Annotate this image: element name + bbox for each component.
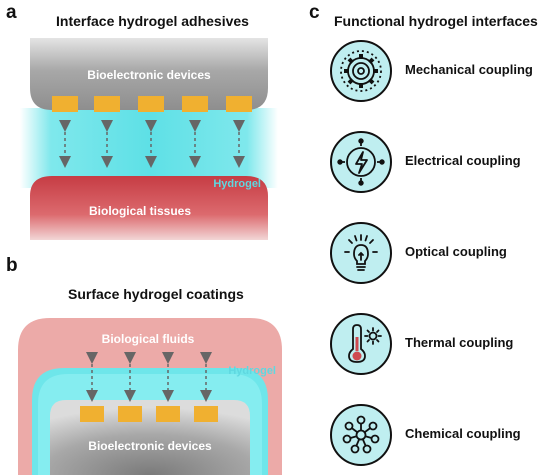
fluids-label-b: Biological fluids — [102, 332, 195, 346]
electrode — [138, 96, 164, 112]
device-label-b: Bioelectronic devices — [88, 439, 212, 453]
mechanical-coupling-label: Mechanical coupling — [405, 62, 533, 77]
hydrogel-label-b: Hydrogel — [228, 365, 276, 377]
electrode — [194, 406, 218, 422]
electrode — [226, 96, 252, 112]
mechanical-coupling-item: Mechanical coupling — [330, 40, 545, 106]
electrode — [156, 406, 180, 422]
device-block-a — [30, 38, 268, 110]
electrical-coupling-item: Electrical coupling — [330, 131, 545, 197]
device-label-a: Bioelectronic devices — [87, 68, 211, 82]
panel-a-diagram: Bioelectronic devices Hydrogel Biologica… — [20, 38, 278, 240]
panel-c-title: Functional hydrogel interfaces — [334, 13, 538, 29]
chemical-coupling-item: Chemical coupling — [330, 404, 545, 470]
thermal-coupling-item: Thermal coupling — [330, 313, 545, 379]
electrode — [52, 96, 78, 112]
gear-icon — [330, 40, 392, 102]
electrode — [94, 96, 120, 112]
panel-b-title: Surface hydrogel coatings — [68, 286, 244, 302]
panel-a-title: Interface hydrogel adhesives — [56, 13, 249, 29]
tissue-label-a: Biological tissues — [89, 204, 191, 218]
electrode — [182, 96, 208, 112]
electrode — [118, 406, 142, 422]
panel-c-letter: c — [309, 2, 320, 23]
lightning-icon — [330, 131, 392, 193]
thermometer-icon — [330, 313, 392, 375]
molecule-icon — [330, 404, 392, 466]
panel-a-letter: a — [6, 2, 17, 23]
optical-coupling-label: Optical coupling — [405, 244, 507, 259]
tissue-block-a — [30, 176, 268, 240]
panel-b-letter: b — [6, 255, 18, 276]
electrode — [80, 406, 104, 422]
optical-coupling-item: Optical coupling — [330, 222, 545, 288]
chemical-coupling-label: Chemical coupling — [405, 426, 521, 441]
electrical-coupling-label: Electrical coupling — [405, 153, 521, 168]
panel-b-diagram: Biological fluids Hydrogel Bioelectronic… — [18, 318, 282, 475]
lightbulb-icon — [330, 222, 392, 284]
thermal-coupling-label: Thermal coupling — [405, 335, 514, 350]
hydrogel-label-a: Hydrogel — [213, 178, 261, 190]
